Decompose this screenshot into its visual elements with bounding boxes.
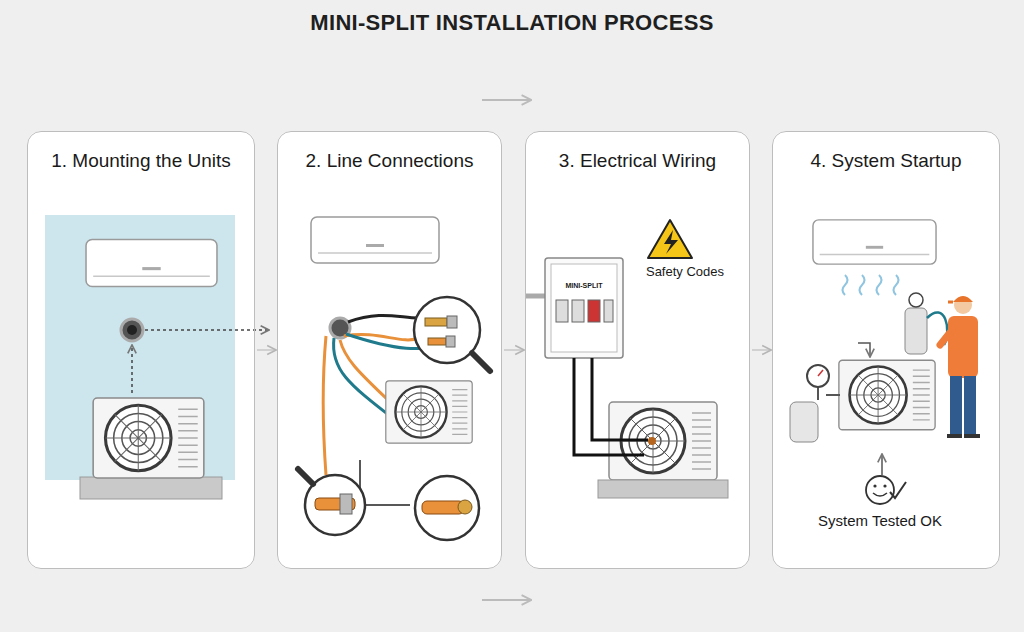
panel-card-part — [525, 131, 750, 569]
mounting-illustration — [45, 215, 268, 499]
flow-arrow-part — [482, 599, 530, 601]
step-panel-part: 3. Electrical Wiring — [526, 150, 749, 172]
flow-arrow — [482, 100, 530, 600]
startup-illustration-part — [964, 376, 976, 434]
flow-chevron — [752, 349, 770, 350]
electrical-illustration-part — [551, 264, 617, 352]
electrical-illustration-part — [648, 437, 656, 445]
startup-illustration-part — [807, 365, 829, 387]
startup-illustration-part — [954, 296, 972, 314]
step-panel: 2. Line Connections — [277, 131, 502, 569]
line-connection-illustration-part — [415, 476, 479, 540]
flow-chevron — [504, 349, 523, 350]
flow-arrow-part — [482, 99, 530, 101]
line-connection-illustration-part — [428, 338, 446, 345]
line-connection-illustration-part — [340, 494, 352, 514]
startup-illustration-part — [947, 434, 980, 438]
line-connection-illustration — [298, 217, 490, 540]
mounting-illustration-part — [121, 319, 143, 341]
line-connection-illustration-part — [340, 340, 388, 400]
startup-illustration-part — [909, 293, 923, 307]
line-connection-illustration-part — [323, 336, 326, 475]
startup-illustration-part — [818, 370, 823, 376]
step-heading: 2. Line Connections — [306, 150, 474, 172]
electrical-illustration-part — [664, 230, 678, 254]
step-heading: 4. System Startup — [810, 150, 961, 172]
mounting-illustration-part — [131, 346, 133, 393]
panel-card — [27, 131, 1000, 569]
startup-illustration — [790, 220, 980, 504]
startup-illustration-part — [948, 301, 953, 304]
step-heading: 1. Mounting the Units — [51, 150, 231, 172]
startup-illustration-part — [813, 220, 936, 264]
line-connection-illustration-part — [472, 353, 490, 371]
startup-illustration-part — [839, 360, 935, 429]
mounting-illustration-part — [145, 329, 268, 331]
line-connection-illustration-part — [311, 217, 439, 263]
startup-illustration-part — [950, 376, 962, 434]
line-connection-illustration-part — [458, 500, 472, 514]
line-connection-illustration-part — [386, 381, 472, 443]
electrical-illustration-part — [525, 294, 545, 299]
line-connection-illustration-part — [348, 315, 418, 322]
startup-illustration-part — [873, 493, 887, 496]
mounting-illustration-part — [80, 477, 222, 499]
electrical-illustration-part — [604, 300, 613, 322]
line-connection-illustration-part — [447, 316, 457, 328]
startup-illustration-part — [940, 330, 952, 345]
startup-illustration-part — [843, 275, 899, 295]
step-panel: 4. System Startup — [772, 131, 1000, 569]
step-panel-part: 4. System Startup — [773, 150, 999, 172]
line-connection-illustration-part — [360, 460, 410, 505]
panel-card-part — [27, 131, 255, 569]
step-panel-part: 2. Line Connections — [278, 150, 501, 172]
diagram-title: MINI-SPLIT INSTALLATION PROCESS — [0, 10, 1024, 36]
step-heading: 3. Electrical Wiring — [559, 150, 716, 172]
panel-card-part — [772, 131, 1000, 569]
step-panel-part: 1. Mounting the Units — [28, 150, 254, 172]
panel-card-part — [277, 131, 502, 569]
electrical-illustration-part — [545, 258, 623, 358]
startup-illustration-part — [866, 476, 894, 504]
startup-illustration-part — [790, 402, 818, 442]
startup-illustration-part — [881, 455, 883, 475]
electrical-illustration-part — [648, 220, 692, 258]
mounting-illustration-part — [93, 398, 204, 478]
step-panel: 1. Mounting the Units — [27, 131, 255, 569]
electrical-illustration-part — [588, 300, 600, 322]
startup-illustration-part — [883, 484, 886, 487]
warning-label: Safety Codes — [630, 264, 740, 279]
startup-illustration-part — [858, 343, 870, 356]
electrical-illustration-part — [572, 300, 584, 322]
startup-illustration-part — [953, 296, 973, 302]
electrical-illustration-part — [592, 358, 648, 440]
mounting-illustration-part — [45, 215, 235, 480]
startup-illustration-part — [905, 308, 927, 354]
electrical-illustration-part — [556, 300, 568, 322]
line-connection-illustration-part — [425, 318, 447, 326]
status-label: System Tested OK — [790, 512, 970, 529]
mounting-illustration-part — [127, 325, 137, 335]
mounting-illustration-part — [86, 239, 217, 286]
line-connection-illustration-part — [298, 469, 313, 484]
startup-illustration-part — [948, 316, 978, 378]
startup-illustration-part — [873, 484, 876, 487]
panel-label: MINI-SPLIT — [549, 282, 619, 289]
startup-illustration-part — [890, 482, 906, 498]
electrical-illustration-part — [598, 480, 728, 498]
flow-chevron — [257, 349, 275, 350]
electrical-illustration — [525, 220, 728, 498]
line-connection-illustration-part — [446, 336, 455, 347]
step-panel: 3. Electrical Wiring — [525, 131, 750, 569]
